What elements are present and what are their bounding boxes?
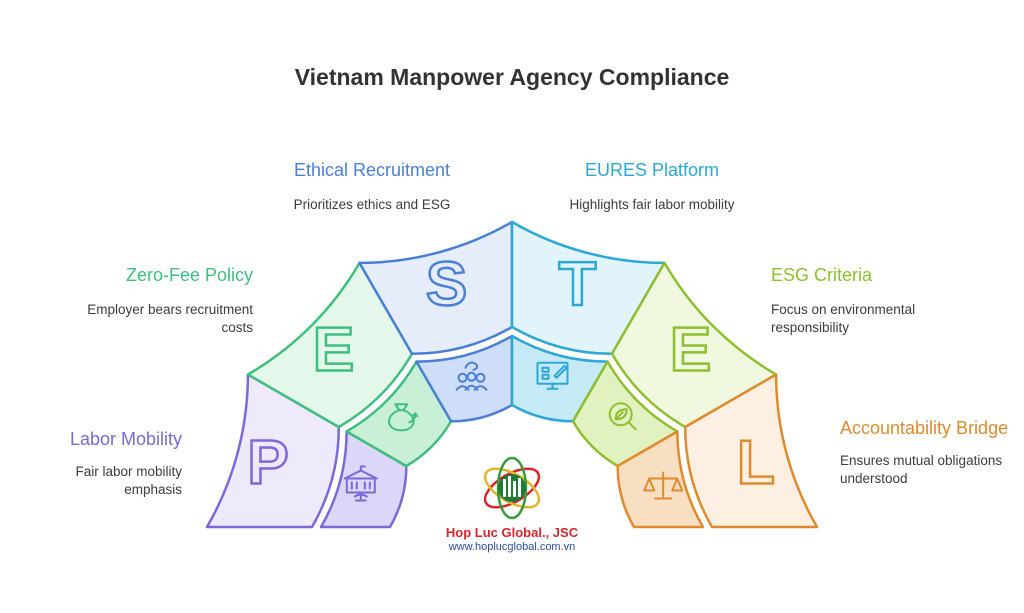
people-group-icon xyxy=(455,361,488,391)
company-name: Hop Luc Global., JSC xyxy=(445,525,579,540)
segment-description: Prioritizes ethics and ESG xyxy=(293,197,451,212)
company-url: www.hoplucglobal.com.vn xyxy=(448,541,576,553)
inner-ring xyxy=(319,334,705,529)
segment-description: Employer bears recruitment costs xyxy=(87,302,253,335)
segment-heading: EURES Platform xyxy=(584,160,720,180)
segment-letter: L xyxy=(737,429,775,498)
segment-label-zero-fee-policy: Zero-Fee Policy Employer bears recruitme… xyxy=(60,264,253,337)
page-title: Vietnam Manpower Agency Compliance xyxy=(294,64,730,90)
segment-description: Focus on environmental responsibility xyxy=(771,302,916,335)
segment-heading: Labor Mobility xyxy=(69,429,182,449)
segment-label-ethical-recruitment: Ethical Recruitment Prioritizes ethics a… xyxy=(262,159,482,214)
segment-label-labor-mobility: Labor Mobility Fair labor mobility empha… xyxy=(30,428,182,499)
segment-letter: E xyxy=(670,316,711,385)
segment-letter: E xyxy=(313,316,354,385)
segment-heading: ESG Criteria xyxy=(771,265,873,285)
segment-letter: P xyxy=(247,429,288,498)
segment-label-accountability-bridge: Accountability Bridge Ensures mutual obl… xyxy=(840,417,1020,488)
segment-description: Fair labor mobility emphasis xyxy=(75,464,182,497)
segment-label-esg-criteria: ESG Criteria Focus on environmental resp… xyxy=(771,264,971,337)
segment-heading: Zero-Fee Policy xyxy=(125,265,253,285)
monitor-edit-icon xyxy=(536,361,569,390)
segment-label-eures-platform: EURES Platform Highlights fair labor mob… xyxy=(542,159,762,214)
segment-heading: Accountability Bridge xyxy=(840,418,1009,438)
segment-letter: T xyxy=(558,250,596,319)
segment-description: Ensures mutual obligations understood xyxy=(840,453,1003,486)
segment-outer-5 xyxy=(683,373,819,529)
segment-description: Highlights fair labor mobility xyxy=(569,197,735,212)
company-logo xyxy=(483,456,541,520)
building-icon xyxy=(343,465,378,502)
leaf-search-icon xyxy=(608,402,637,431)
segment-heading: Ethical Recruitment xyxy=(293,160,451,180)
money-bag-icon xyxy=(388,403,419,432)
scales-icon xyxy=(643,471,684,500)
segment-letter: S xyxy=(426,250,467,319)
